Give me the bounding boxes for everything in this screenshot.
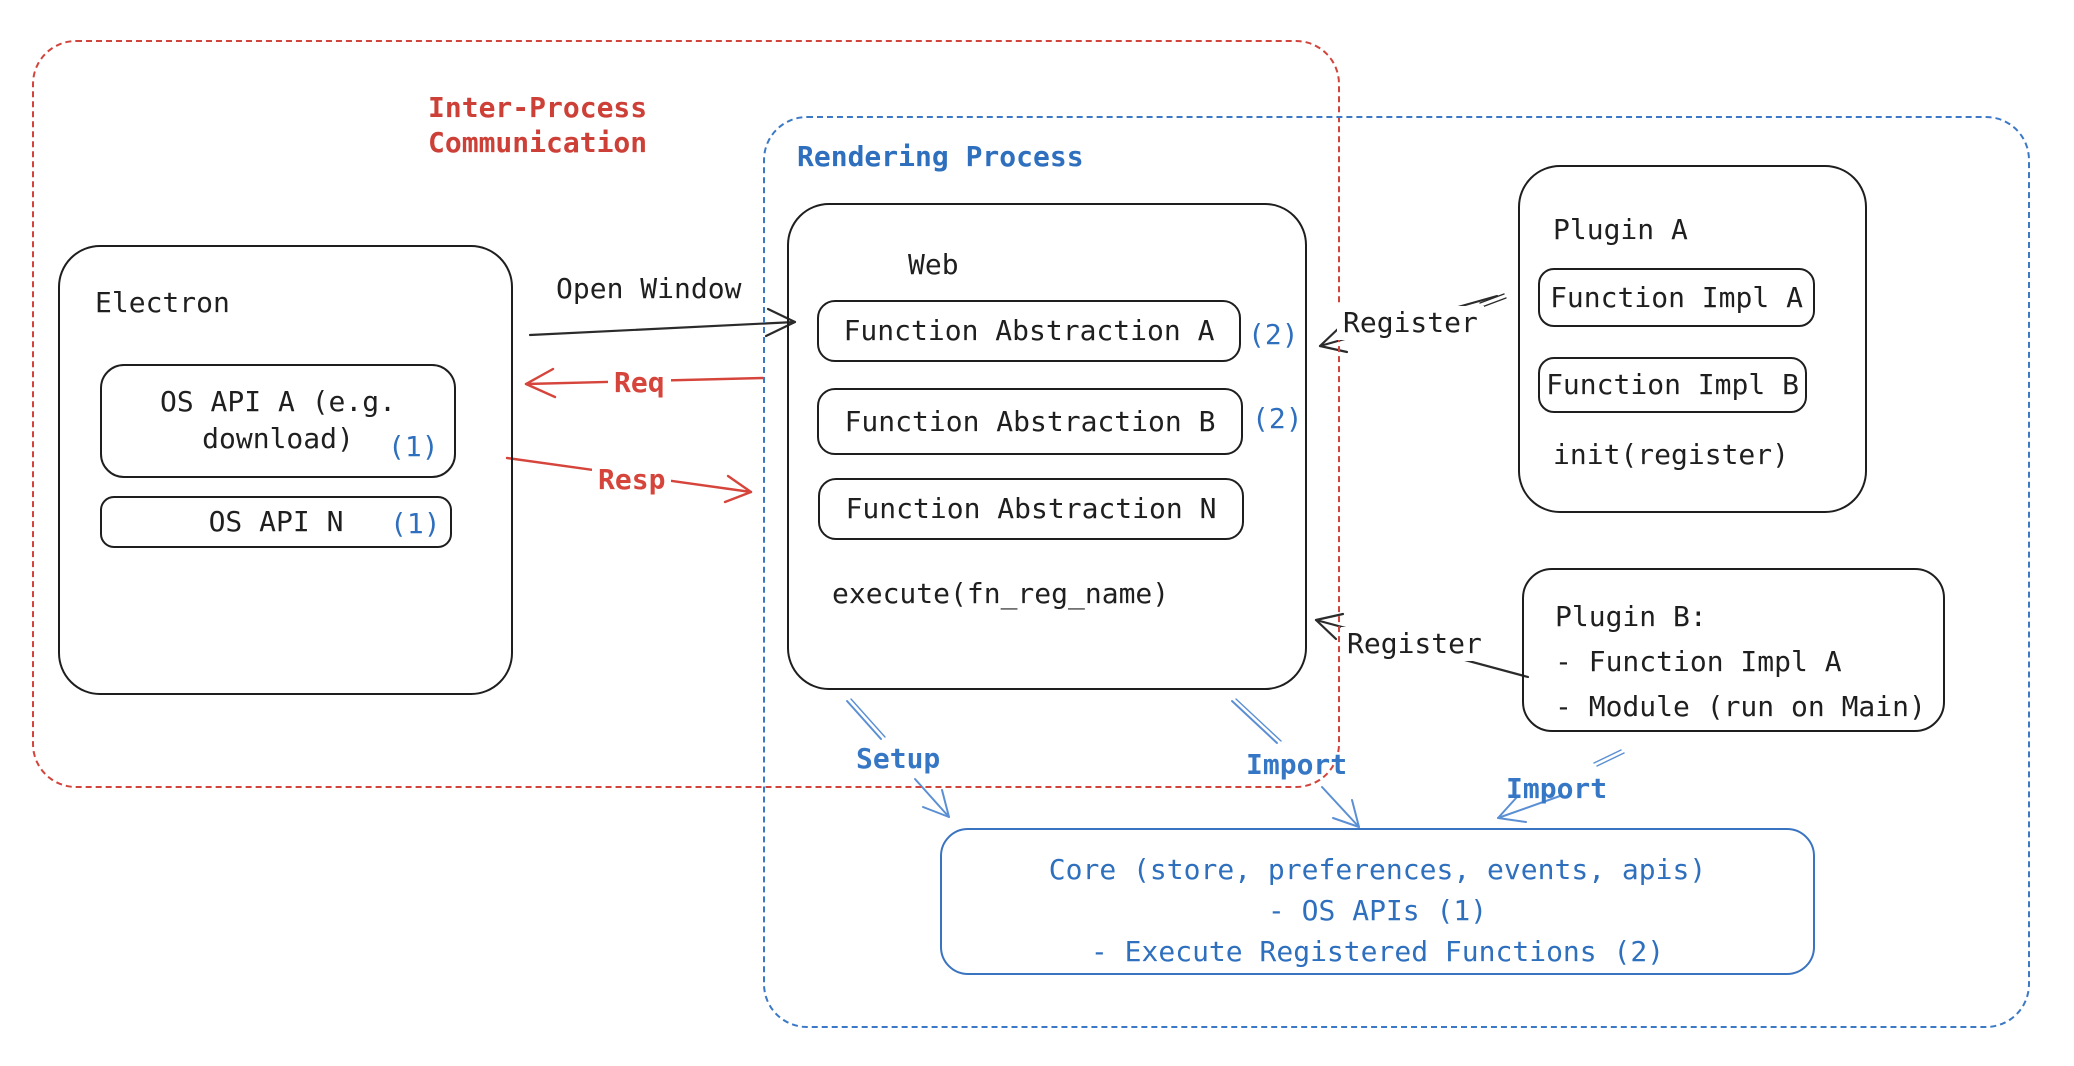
rendering-process-label: Rendering Process (797, 140, 1084, 173)
ipc-group-label: Inter-Process Communication (428, 91, 648, 159)
os-api-n-box: OS API N (1) (100, 496, 452, 548)
core-line-3: - Execute Registered Functions (2) (1090, 935, 1665, 968)
function-abstraction-a-box: Function Abstraction A (817, 300, 1241, 362)
electron-title: Electron (95, 286, 230, 319)
plugin-a-title: Plugin A (1553, 213, 1688, 246)
os-api-a-badge: (1) (388, 430, 439, 463)
function-abstraction-b-label: Function Abstraction B (844, 404, 1216, 438)
import-web-arrow (1231, 698, 1360, 828)
setup-arrow (846, 698, 950, 818)
register-plugin-b-label: Register (1341, 627, 1488, 661)
function-abstraction-b-badge: (2) (1252, 402, 1303, 435)
rendering-process-frame (763, 116, 2030, 1028)
function-abstraction-n-box: Function Abstraction N (818, 478, 1244, 540)
setup-label: Setup (856, 742, 941, 775)
web-title: Web (908, 248, 959, 281)
ipc-group-frame (32, 40, 1340, 788)
execute-label: execute(fn_reg_name) (832, 577, 1170, 610)
os-api-n-label: OS API N (208, 505, 344, 538)
plugin-b-title: Plugin B: (1555, 600, 1707, 633)
import-plugin-b-label: Import (1506, 772, 1608, 805)
req-label: Req (608, 366, 671, 400)
function-abstraction-n-label: Function Abstraction N (845, 492, 1217, 525)
function-impl-a-box: Function Impl A (1538, 268, 1815, 327)
resp-label: Resp (592, 463, 672, 497)
core-box (940, 828, 1815, 975)
plugin-b-box (1522, 568, 1945, 732)
os-api-a-box: OS API A (e.g. download) (1) (100, 364, 456, 478)
function-impl-a-label: Function Impl A (1550, 280, 1803, 314)
init-register-label: init(register) (1553, 438, 1790, 471)
core-line-1: Core (store, preferences, events, apis) (1048, 853, 1707, 886)
plugin-b-content: Plugin B: - Function Impl A - Module (ru… (1555, 594, 1926, 729)
plugin-b-item-function-impl-a: - Function Impl A (1555, 645, 1842, 678)
function-impl-b-label: Function Impl B (1546, 368, 1799, 401)
register-web-label: Register (1337, 306, 1484, 340)
plugin-a-box (1518, 165, 1867, 513)
function-abstraction-a-badge: (2) (1248, 318, 1299, 351)
function-impl-b-box: Function Impl B (1538, 357, 1807, 413)
os-api-a-line1: OS API A (e.g. (159, 385, 396, 418)
core-content: Core (store, preferences, events, apis) … (940, 849, 1815, 972)
os-api-a-line2: download) (202, 422, 354, 455)
os-api-n-badge: (1) (390, 507, 441, 540)
plugin-b-item-module: - Module (run on Main) (1555, 690, 1926, 723)
function-abstraction-b-box: Function Abstraction B (817, 388, 1243, 455)
function-abstraction-a-label: Function Abstraction A (843, 314, 1215, 347)
core-line-2: - OS APIs (1) (1267, 894, 1488, 927)
electron-box (58, 245, 513, 695)
open-window-label: Open Window (556, 272, 742, 305)
import-plugin-b-arrow (1497, 749, 1625, 823)
import-web-label: Import (1246, 748, 1348, 781)
web-box (787, 203, 1307, 690)
open-window-arrow (528, 307, 797, 338)
